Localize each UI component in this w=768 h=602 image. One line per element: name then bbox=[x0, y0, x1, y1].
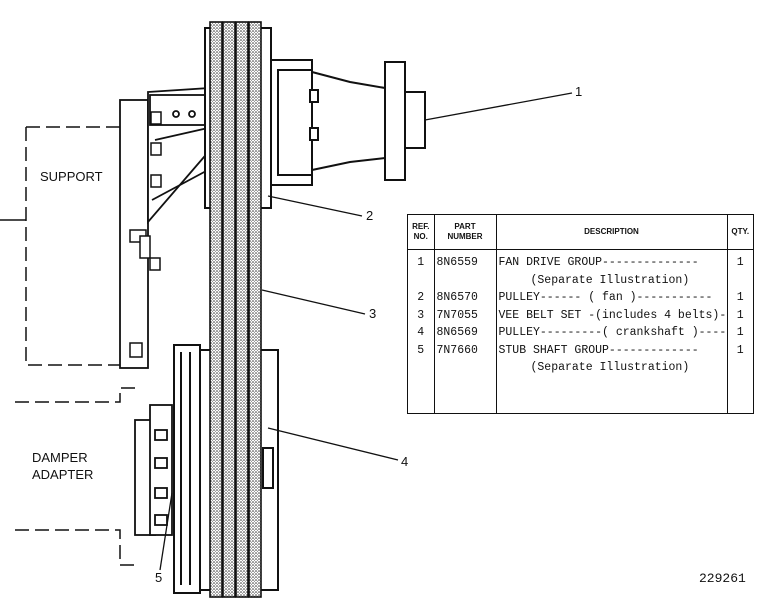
part-number-cell: 7N7055 bbox=[436, 308, 478, 322]
parts-list-table: REF. NO. PART NUMBER DESCRIPTION QTY. 1 … bbox=[407, 214, 754, 414]
qty-column: 1 1 1 1 1 bbox=[727, 250, 753, 414]
header-description: DESCRIPTION bbox=[496, 215, 728, 250]
support-bolts bbox=[129, 111, 162, 358]
callout-1: 1 bbox=[575, 84, 583, 99]
part-number-cell: 8N6569 bbox=[436, 326, 478, 339]
description-column: FAN DRIVE GROUP-------------- (Separate … bbox=[496, 249, 728, 413]
callout-3: 3 bbox=[369, 306, 377, 321]
header-part-line2: NUMBER bbox=[447, 232, 483, 241]
damper-adapter-outline bbox=[15, 387, 140, 566]
description-cell: STUB SHAFT GROUP------------- bbox=[498, 343, 699, 357]
support-label: SUPPORT bbox=[40, 169, 103, 184]
drawing-number: 229261 bbox=[699, 571, 746, 586]
header-part-line1: PART bbox=[454, 222, 476, 231]
part-number-cell: 7N7660 bbox=[436, 343, 478, 357]
header-ref-line2: NO. bbox=[413, 232, 428, 241]
damper-adapter-label-line1: DAMPER bbox=[32, 450, 88, 465]
ref-column: 1 2 3 4 5 bbox=[408, 249, 435, 413]
leader-lines bbox=[159, 92, 573, 571]
description-cell: PULLEY---------( crankshaft )---- bbox=[498, 326, 727, 339]
damper-pulley bbox=[173, 344, 201, 594]
support-bracket bbox=[119, 87, 211, 369]
qty-cell: 1 bbox=[736, 256, 744, 269]
callout-5: 5 bbox=[155, 570, 163, 585]
damper-adapter-label-line2: ADAPTER bbox=[32, 467, 94, 482]
stub-shaft-group bbox=[134, 404, 173, 536]
ref-cell: 4 bbox=[417, 326, 425, 339]
support-outline bbox=[0, 126, 120, 366]
ref-cell: 2 bbox=[417, 291, 425, 304]
callout-2: 2 bbox=[366, 208, 374, 223]
qty-cell: 1 bbox=[736, 343, 744, 357]
description-cell: FAN DRIVE GROUP-------------- bbox=[498, 256, 699, 269]
qty-cell: 1 bbox=[736, 291, 744, 304]
description-subline: (Separate Illustration) bbox=[530, 361, 690, 374]
vee-belt-set bbox=[209, 21, 262, 598]
header-part-number: PART NUMBER bbox=[434, 215, 497, 250]
part-number-cell: 8N6559 bbox=[436, 256, 478, 269]
header-ref-line1: REF. bbox=[412, 222, 430, 231]
header-ref-no: REF. NO. bbox=[408, 215, 435, 250]
header-qty: QTY. bbox=[727, 215, 753, 250]
ref-cell: 1 bbox=[417, 256, 425, 269]
part-number-cell: 8N6570 bbox=[436, 291, 478, 304]
qty-cell: 1 bbox=[736, 308, 744, 322]
fan-drive-group bbox=[267, 59, 426, 186]
qty-cell: 1 bbox=[736, 326, 744, 339]
description-cell: VEE BELT SET -(includes 4 belts)--- bbox=[498, 308, 727, 322]
description-cell: PULLEY------ ( fan )----------- bbox=[498, 291, 713, 304]
table-body: 1 2 3 4 5 8N6559 8N6570 7N7055 8N6569 7N… bbox=[408, 249, 753, 414]
callout-4: 4 bbox=[401, 454, 409, 469]
ref-cell: 3 bbox=[417, 308, 425, 322]
description-subline: (Separate Illustration) bbox=[530, 273, 690, 287]
part-number-column: 8N6559 8N6570 7N7055 8N6569 7N7660 bbox=[434, 249, 497, 413]
ref-cell: 5 bbox=[417, 343, 425, 357]
